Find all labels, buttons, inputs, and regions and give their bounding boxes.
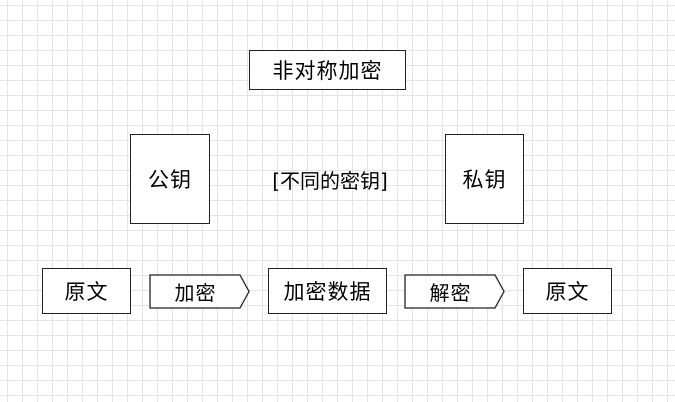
decrypt-arrow-shape <box>404 274 505 309</box>
private-key-box: 私钥 <box>445 134 524 224</box>
different-keys-label: [不同的密钥] <box>272 168 388 193</box>
encrypt-arrow-shape <box>149 274 250 309</box>
plaintext-right-label: 原文 <box>545 280 590 304</box>
decrypt-label: 解密 <box>429 281 472 305</box>
encrypt-arrow: 加密 <box>149 274 250 309</box>
ciphertext-label: 加密数据 <box>283 280 372 304</box>
title-box: 非对称加密 <box>249 50 406 90</box>
public-key-label: 公钥 <box>148 168 192 192</box>
decrypt-arrow: 解密 <box>404 274 505 309</box>
plaintext-box-right: 原文 <box>523 268 612 314</box>
plaintext-box-left: 原文 <box>42 268 131 314</box>
encrypt-label: 加密 <box>174 281 217 305</box>
title-label: 非对称加密 <box>272 59 383 83</box>
public-key-box: 公钥 <box>130 134 210 224</box>
plaintext-left-label: 原文 <box>64 280 109 304</box>
ciphertext-box: 加密数据 <box>268 268 387 314</box>
different-keys-note: [不同的密钥] <box>250 160 410 198</box>
private-key-label: 私钥 <box>462 168 507 192</box>
